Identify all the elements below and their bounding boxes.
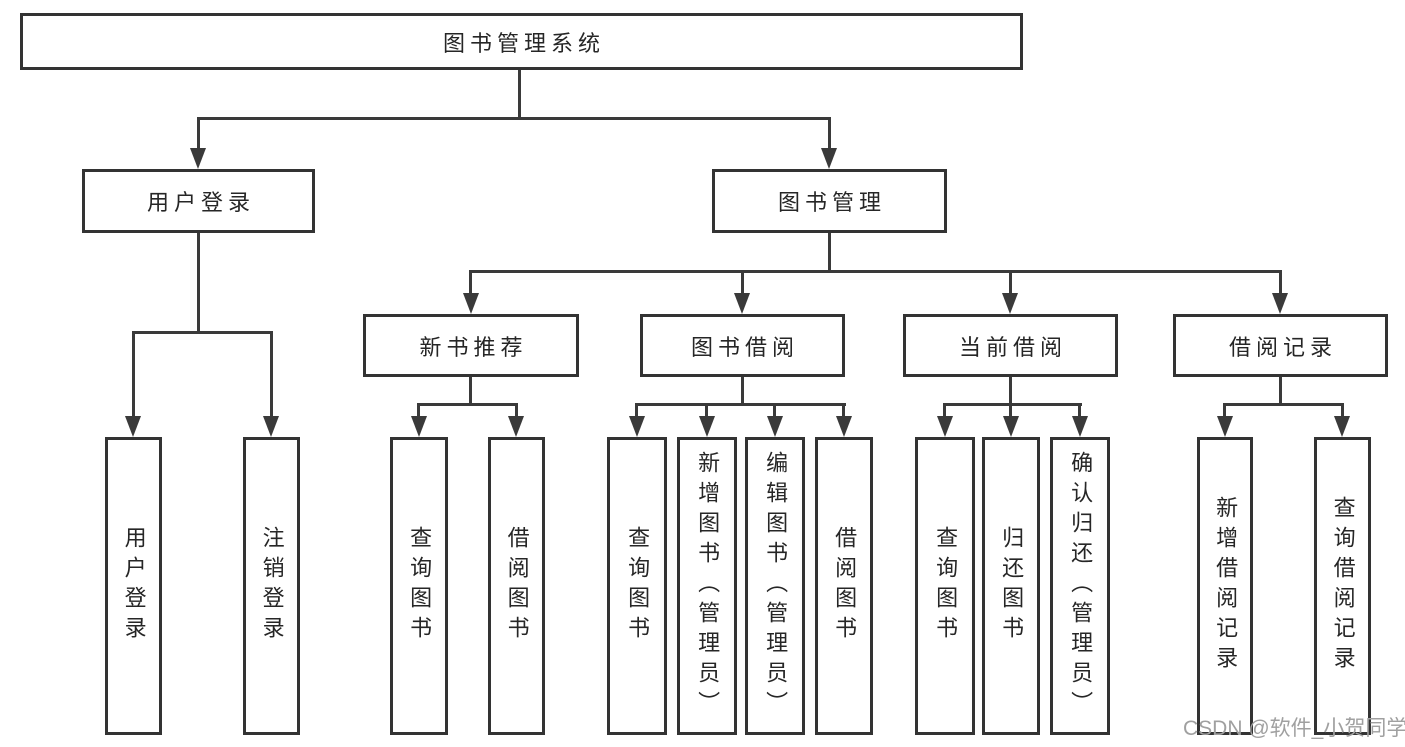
arrow-down-icon [629, 416, 645, 437]
node-label: 借阅图书 [504, 526, 530, 646]
connector-line [635, 403, 638, 420]
connector-line [1009, 403, 1012, 420]
leaf-return-books: 归还图书 [982, 437, 1040, 735]
node-book-borrow: 图书借阅 [640, 314, 845, 377]
connector-line [197, 233, 200, 333]
node-label: 用户登录 [146, 190, 255, 215]
node-book-management: 图书管理 [712, 169, 947, 233]
connector-line [1279, 377, 1282, 406]
connector-line [417, 403, 420, 420]
arrow-down-icon [508, 416, 524, 437]
arrow-down-icon [463, 293, 479, 314]
leaf-query-books-current: 查询图书 [915, 437, 975, 735]
connector-line [518, 70, 521, 118]
node-label: 确认归还（管理员） [1068, 451, 1094, 721]
connector-line [1078, 403, 1081, 420]
arrow-down-icon [1334, 416, 1350, 437]
connector-line [1341, 403, 1344, 420]
connector-line [469, 270, 472, 296]
connector-line [705, 403, 708, 420]
leaf-user-login: 用户登录 [105, 437, 162, 735]
connector-line [741, 270, 744, 296]
leaf-confirm-return-admin: 确认归还（管理员） [1050, 437, 1110, 735]
arrow-down-icon [1072, 416, 1088, 437]
connector-line [469, 377, 472, 406]
arrow-down-icon [821, 148, 837, 169]
node-label: 借阅记录 [1228, 334, 1337, 360]
node-label: 查询图书 [933, 526, 959, 646]
leaf-borrow-books: 借阅图书 [815, 437, 873, 735]
arrow-down-icon [1002, 293, 1018, 314]
connector-line [1009, 270, 1012, 296]
connector-line [828, 233, 831, 273]
connector-line [270, 331, 273, 420]
arrow-down-icon [1217, 416, 1233, 437]
arrow-down-icon [1003, 416, 1019, 437]
node-label: 图书管理 [777, 190, 886, 215]
node-label: 图书管理系统 [442, 30, 605, 56]
arrow-down-icon [125, 416, 141, 437]
connector-line [469, 270, 1281, 273]
csdn-watermark: CSDN @软件_小贺同学 [1183, 717, 1405, 740]
node-label: 借阅图书 [832, 526, 858, 646]
connector-line [1279, 270, 1282, 296]
node-user-login: 用户登录 [82, 169, 315, 233]
node-label: 新增图书（管理员） [695, 451, 721, 721]
node-borrow-records: 借阅记录 [1173, 314, 1388, 377]
connector-line [635, 403, 846, 406]
node-new-book-recommend: 新书推荐 [363, 314, 579, 377]
arrow-down-icon [937, 416, 953, 437]
leaf-query-books-recommend: 查询图书 [390, 437, 448, 735]
arrow-down-icon [190, 148, 206, 169]
node-label: 归还图书 [999, 526, 1025, 646]
arrow-down-icon [767, 416, 783, 437]
leaf-add-book-admin: 新增图书（管理员） [677, 437, 737, 735]
arrow-down-icon [1272, 293, 1288, 314]
node-label: 图书借阅 [690, 334, 799, 360]
node-label: 新增借阅记录 [1213, 496, 1239, 676]
connector-line [132, 331, 272, 334]
connector-line [943, 403, 946, 420]
connector-line [828, 117, 831, 152]
leaf-borrow-books-recommend: 借阅图书 [488, 437, 545, 735]
connector-line [132, 331, 135, 420]
node-current-borrow: 当前借阅 [903, 314, 1118, 377]
connector-line [197, 117, 200, 152]
connector-line [417, 403, 518, 406]
connector-line [741, 377, 744, 406]
arrow-down-icon [699, 416, 715, 437]
leaf-edit-book-admin: 编辑图书（管理员） [745, 437, 805, 735]
node-label: 编辑图书（管理员） [763, 451, 789, 721]
leaf-query-books-borrow: 查询图书 [607, 437, 667, 735]
node-label: 查询借阅记录 [1330, 496, 1356, 676]
arrow-down-icon [263, 416, 279, 437]
arrow-down-icon [734, 293, 750, 314]
node-label: 查询图书 [407, 526, 433, 646]
arrow-down-icon [836, 416, 852, 437]
connector-line [515, 403, 518, 420]
node-label: 注销登录 [259, 526, 285, 646]
leaf-add-borrow-record: 新增借阅记录 [1197, 437, 1253, 735]
connector-line [842, 403, 845, 420]
connector-line [943, 403, 1082, 406]
connector-line [1223, 403, 1226, 420]
connector-line [1009, 377, 1012, 406]
leaf-logout: 注销登录 [243, 437, 300, 735]
connector-line [773, 403, 776, 420]
node-label: 查询图书 [625, 526, 651, 646]
leaf-query-borrow-record: 查询借阅记录 [1314, 437, 1371, 735]
connector-line [1223, 403, 1344, 406]
arrow-down-icon [411, 416, 427, 437]
node-label: 新书推荐 [419, 334, 528, 360]
node-label: 当前借阅 [958, 334, 1067, 360]
node-root-library-system: 图书管理系统 [20, 13, 1023, 70]
node-label: 用户登录 [121, 526, 147, 646]
connector-line [197, 117, 831, 120]
